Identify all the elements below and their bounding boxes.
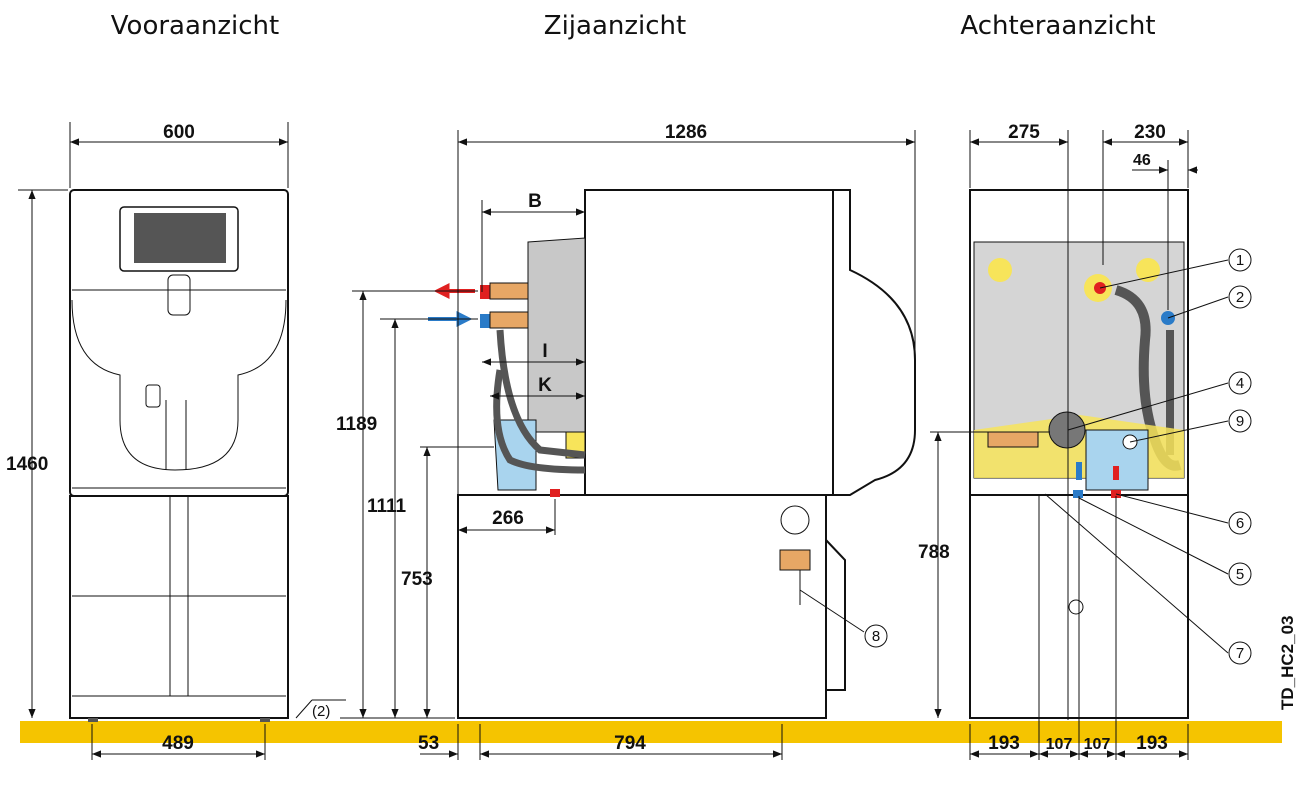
front-display <box>134 213 226 263</box>
dim-side-K: K <box>538 375 552 396</box>
dim-rear-b3: 107 <box>1084 736 1111 753</box>
svg-text:4: 4 <box>1236 375 1244 392</box>
dim-side-266: 266 <box>492 508 524 529</box>
svg-text:9: 9 <box>1236 413 1244 430</box>
callout-6: 6 <box>1115 493 1252 535</box>
callout-4: 4 <box>1067 371 1252 431</box>
callout-9: 9 <box>1129 409 1252 443</box>
dim-side-depth: 1286 <box>665 122 707 143</box>
dim-rear-b4: 193 <box>1136 733 1168 754</box>
callout-8: 8 <box>799 589 888 648</box>
side-view <box>457 189 916 719</box>
svg-text:6: 6 <box>1236 515 1244 532</box>
dim-side-I: I <box>542 341 547 362</box>
dim-rear-b2: 107 <box>1046 736 1073 753</box>
dim-side-h1111: 1111 <box>367 496 407 517</box>
dim-rear-230: 230 <box>1134 122 1166 143</box>
title-side: Zijaanzicht <box>544 11 686 41</box>
floor-bar <box>20 721 1282 743</box>
drawing-code: TD_HC2_03 <box>1278 616 1297 711</box>
callout-1: 1 <box>1099 248 1252 289</box>
dim-side-h1189: 1189 <box>336 414 377 435</box>
rear-view <box>969 189 1189 719</box>
dim-rear-b1: 193 <box>988 733 1020 754</box>
callout-5: 5 <box>1078 497 1252 586</box>
dim-front-feet: 489 <box>162 733 194 754</box>
callout-2: 2 <box>1167 285 1252 319</box>
dim-side-h753: 753 <box>401 569 433 590</box>
svg-text:7: 7 <box>1236 645 1244 662</box>
dim-side-53: 53 <box>418 733 439 754</box>
svg-text:8: 8 <box>872 628 880 645</box>
dim-side-794: 794 <box>614 733 646 754</box>
svg-text:1: 1 <box>1236 252 1244 269</box>
dim-rear-275: 275 <box>1008 122 1040 143</box>
note-feet-adjust: (2) <box>312 703 330 720</box>
dim-rear-788: 788 <box>918 542 950 563</box>
title-rear: Achteraanzicht <box>960 11 1155 41</box>
dim-front-height: 1460 <box>6 454 48 475</box>
svg-text:2: 2 <box>1236 289 1244 306</box>
dim-rear-46: 46 <box>1133 152 1151 169</box>
dim-front-width: 600 <box>163 122 195 143</box>
callout-7: 7 <box>1044 493 1252 665</box>
svg-text:5: 5 <box>1236 566 1244 583</box>
front-view <box>69 189 289 722</box>
dim-side-B: B <box>528 191 542 212</box>
title-front: Vooraanzicht <box>111 11 279 41</box>
